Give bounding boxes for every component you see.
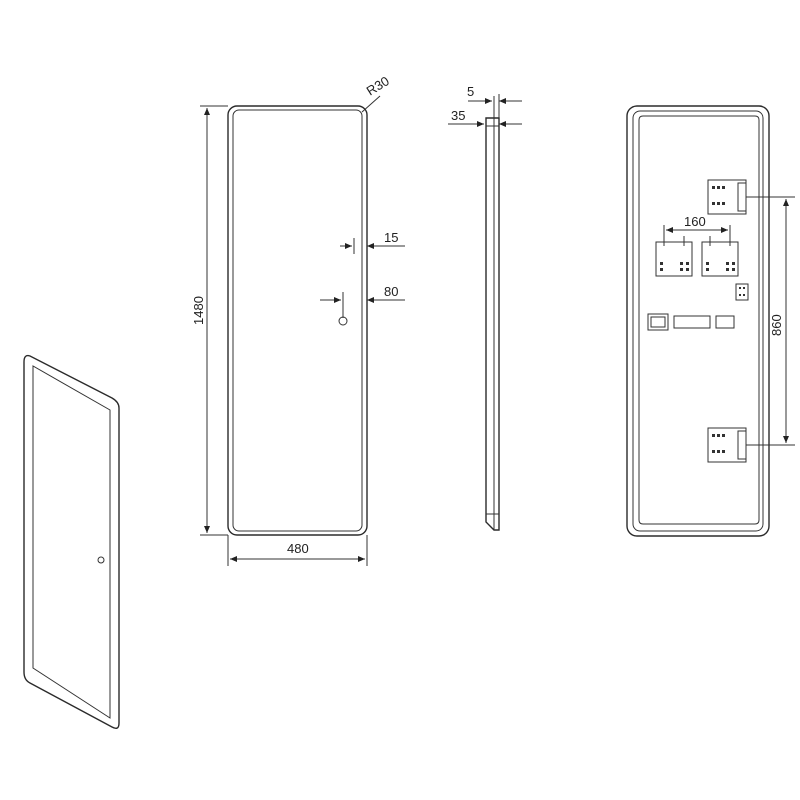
front-view: R30 1480 480 15 80 [191, 73, 405, 566]
mirror-outline [227, 105, 368, 536]
perspective-view [23, 354, 120, 730]
spacing-160-label: 160 [684, 214, 706, 229]
depth-35-label: 35 [451, 108, 465, 123]
thickness-5-label: 5 [467, 84, 474, 99]
radius-label: R30 [364, 73, 392, 98]
sensor-button [97, 556, 105, 564]
connector-box-right [701, 236, 739, 277]
height-dimension-label: 1480 [191, 296, 206, 325]
width-dimension-label: 480 [287, 541, 309, 556]
hanger-bottom [707, 427, 747, 463]
spacing-860-label: 860 [769, 314, 784, 336]
offset-15-label: 15 [384, 230, 398, 245]
driver-components [647, 313, 735, 331]
sensor-button [338, 316, 348, 326]
rear-view: 160 860 [626, 105, 795, 537]
side-view: 5 35 [448, 84, 522, 531]
offset-80-label: 80 [384, 284, 398, 299]
hanger-top [707, 179, 747, 215]
switch-component [735, 283, 749, 301]
connector-box-left [655, 236, 693, 277]
